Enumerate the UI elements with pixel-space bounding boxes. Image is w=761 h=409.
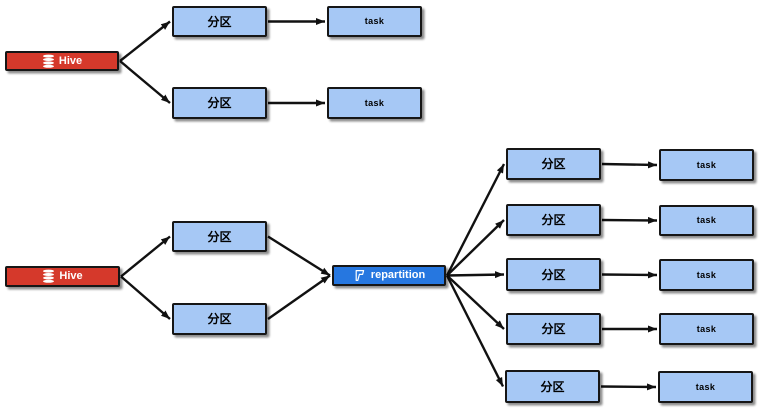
node-label: 分区: [540, 379, 565, 394]
edge-arrow: [601, 161, 658, 169]
edge-arrow: [120, 275, 171, 320]
task-node: task: [327, 87, 422, 119]
node-label: 分区: [541, 267, 566, 282]
edge-arrow: [446, 271, 505, 279]
edge-arrow: [445, 163, 506, 277]
edge-arrow: [119, 20, 171, 62]
node-label: task: [364, 16, 385, 26]
hive-node: Hive: [5, 266, 120, 287]
flag-icon: [353, 269, 366, 282]
partition-node: 分区: [506, 313, 601, 345]
node-label: 分区: [541, 157, 566, 171]
node-label: 分区: [541, 213, 566, 227]
partition-node: 分区: [506, 258, 601, 291]
edge-arrow: [446, 274, 505, 330]
task-node: task: [659, 259, 754, 291]
edge-arrow: [267, 235, 331, 277]
partition-node: 分区: [172, 221, 267, 252]
node-label: task: [696, 159, 717, 170]
node-label: 分区: [207, 312, 232, 326]
node-label: Hive: [59, 270, 83, 282]
edge-arrow: [120, 235, 171, 278]
task-node: task: [658, 371, 753, 403]
partition-node: 分区: [172, 87, 267, 119]
node-label: repartition: [370, 269, 426, 281]
node-label: 分区: [207, 96, 232, 110]
task-node: task: [659, 205, 754, 236]
repartition-node: repartition: [332, 265, 446, 286]
partition-node: 分区: [505, 370, 600, 403]
node-label: task: [696, 323, 717, 334]
edge-arrow: [600, 383, 657, 391]
partition-node: 分区: [172, 6, 267, 37]
node-label: 分区: [207, 14, 232, 29]
edge-arrow: [601, 271, 658, 279]
node-label: task: [695, 381, 716, 392]
task-node: task: [327, 6, 422, 37]
edge-arrow: [446, 219, 505, 277]
node-label: 分区: [541, 322, 566, 336]
database-icon: [42, 269, 55, 284]
partition-node: 分区: [172, 303, 267, 335]
task-node: task: [659, 313, 754, 345]
partition-node: 分区: [506, 148, 601, 180]
edge-arrow: [601, 216, 658, 224]
edge-arrow: [267, 274, 331, 320]
node-label: task: [696, 269, 717, 280]
edge-arrow: [445, 274, 505, 388]
task-node: task: [659, 149, 754, 181]
partition-node: 分区: [506, 204, 601, 236]
node-label: task: [364, 97, 385, 108]
edge-arrow: [119, 60, 171, 104]
hive-node: Hive: [5, 51, 119, 71]
node-label: task: [696, 215, 717, 225]
database-icon: [42, 54, 55, 69]
node-label: 分区: [207, 229, 232, 244]
node-label: Hive: [58, 54, 83, 67]
